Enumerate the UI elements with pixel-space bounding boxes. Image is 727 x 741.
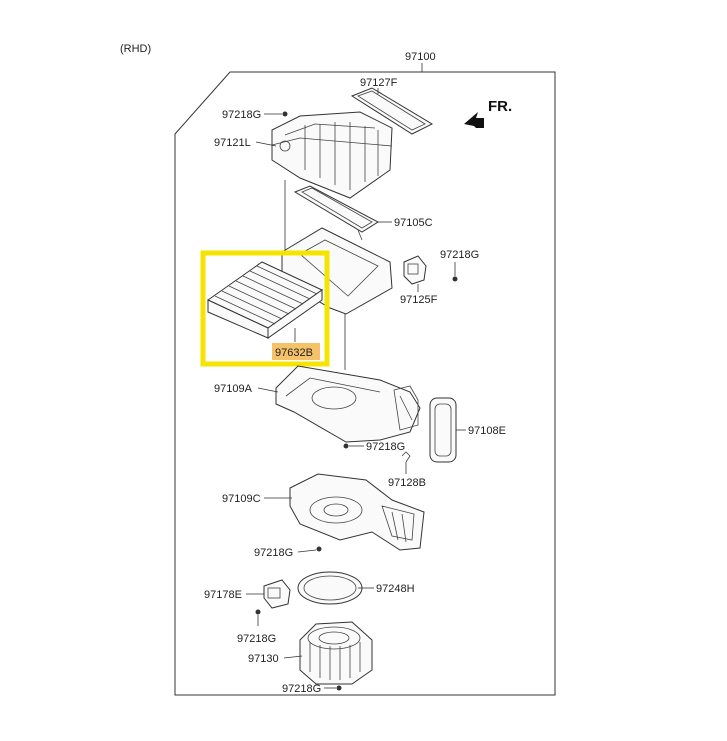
part-label-97127F: 97127F bbox=[360, 77, 398, 89]
upper-case-97109A bbox=[275, 365, 421, 443]
part-label-97178E: 97178E bbox=[204, 589, 242, 601]
variant-label: (RHD) bbox=[120, 43, 151, 55]
screw-icon bbox=[255, 609, 261, 615]
part-label-97109A: 97109A bbox=[214, 383, 253, 395]
part-label-97248H: 97248H bbox=[376, 583, 415, 595]
screw-icon bbox=[452, 276, 458, 282]
assembly-number-label: 97100 bbox=[405, 51, 436, 63]
front-direction-label: FR. bbox=[488, 98, 512, 115]
part-label-97218G-6: 97218G bbox=[282, 683, 321, 695]
part-label-97218G-3: 97218G bbox=[366, 441, 405, 453]
actuator-97125F bbox=[403, 255, 427, 285]
highlight-label-bg bbox=[272, 343, 320, 360]
seal-97127F bbox=[350, 87, 434, 135]
front-arrow-icon bbox=[464, 112, 484, 128]
part-label-97121L: 97121L bbox=[214, 137, 251, 149]
part-label-97218G-5: 97218G bbox=[237, 633, 276, 645]
part-label-97218G-2: 97218G bbox=[440, 249, 479, 261]
part-label-97105C: 97105C bbox=[394, 217, 433, 229]
screw-icon bbox=[343, 443, 349, 449]
clip-97128B bbox=[401, 451, 411, 463]
part-label-97109C: 97109C bbox=[222, 493, 261, 505]
cabin-air-filter-97632B bbox=[207, 261, 323, 339]
part-label-97128B: 97128B bbox=[388, 477, 426, 489]
part-label-97130: 97130 bbox=[248, 653, 279, 665]
part-label-97125F: 97125F bbox=[400, 294, 438, 306]
blower-motor-97130 bbox=[299, 621, 373, 685]
part-label-97632B: 97632B bbox=[275, 347, 313, 359]
part-label-97218G-1: 97218G bbox=[222, 109, 261, 121]
screw-icon bbox=[282, 111, 288, 117]
front-direction-indicator: FR. bbox=[464, 98, 512, 128]
part-label-97218G-4: 97218G bbox=[254, 547, 293, 559]
gasket-97108E bbox=[429, 397, 457, 463]
resistor-97178E bbox=[263, 579, 291, 609]
highlight-box bbox=[200, 250, 330, 367]
intake-housing-97121L bbox=[271, 111, 393, 199]
part-label-97108E: 97108E bbox=[468, 425, 506, 437]
motor-gasket-97248H bbox=[297, 571, 363, 605]
screw-icon bbox=[336, 685, 342, 691]
bracket-97105C bbox=[293, 185, 380, 241]
lower-case-97109C bbox=[289, 473, 425, 551]
assembly-frame bbox=[174, 71, 556, 696]
screw-icon bbox=[316, 546, 322, 552]
